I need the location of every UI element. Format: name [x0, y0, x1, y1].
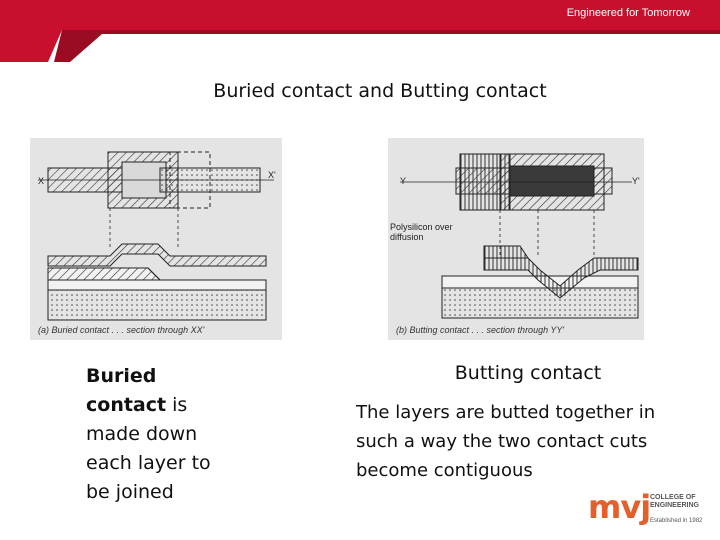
logo-brand: mvj [588, 488, 651, 526]
buried-contact-term: Buried contact [86, 365, 167, 416]
figure-label-x-prime: X' [268, 170, 276, 180]
buried-contact-diagram [38, 151, 274, 321]
header-shape [0, 0, 720, 62]
butting-contact-figure: Y Y' Polysilicon over diffusion (b) Butt… [388, 138, 644, 340]
slide-title: Buried contact and Butting contact [213, 80, 547, 102]
butting-contact-diagram [400, 153, 639, 319]
butting-contact-description: The layers are butted together in such a… [356, 398, 696, 485]
butting-contact-caption: (b) Butting contact . . . section throug… [396, 325, 565, 335]
header-tagline: Engineered for Tomorrow [566, 7, 690, 19]
figure-label-x: X [38, 176, 45, 186]
figure-annotation: Polysilicon over diffusion [390, 222, 453, 242]
figure-label-y-prime: Y' [632, 176, 640, 186]
buried-contact-description: Buried contact is made down each layer t… [86, 362, 236, 507]
butting-contact-body-rest: become contiguous [356, 460, 533, 481]
logo-college-name: COLLEGE OF ENGINEERING [650, 494, 700, 509]
logo-established: Established in 1982 [650, 518, 703, 524]
buried-contact-explanation: is made down each layer to be joined [86, 394, 211, 503]
buried-contact-figure: X X' (a) Buried contact . . . section th… [30, 138, 282, 340]
butting-contact-heading: Butting contact [454, 362, 602, 384]
figure-label-y: Y [400, 176, 407, 186]
butting-contact-body-bold: The layers are butted together in such a… [356, 402, 656, 452]
buried-contact-caption: (a) Buried contact . . . section through… [38, 325, 205, 335]
college-logo: mvj COLLEGE OF ENGINEERING Established i… [588, 488, 708, 534]
